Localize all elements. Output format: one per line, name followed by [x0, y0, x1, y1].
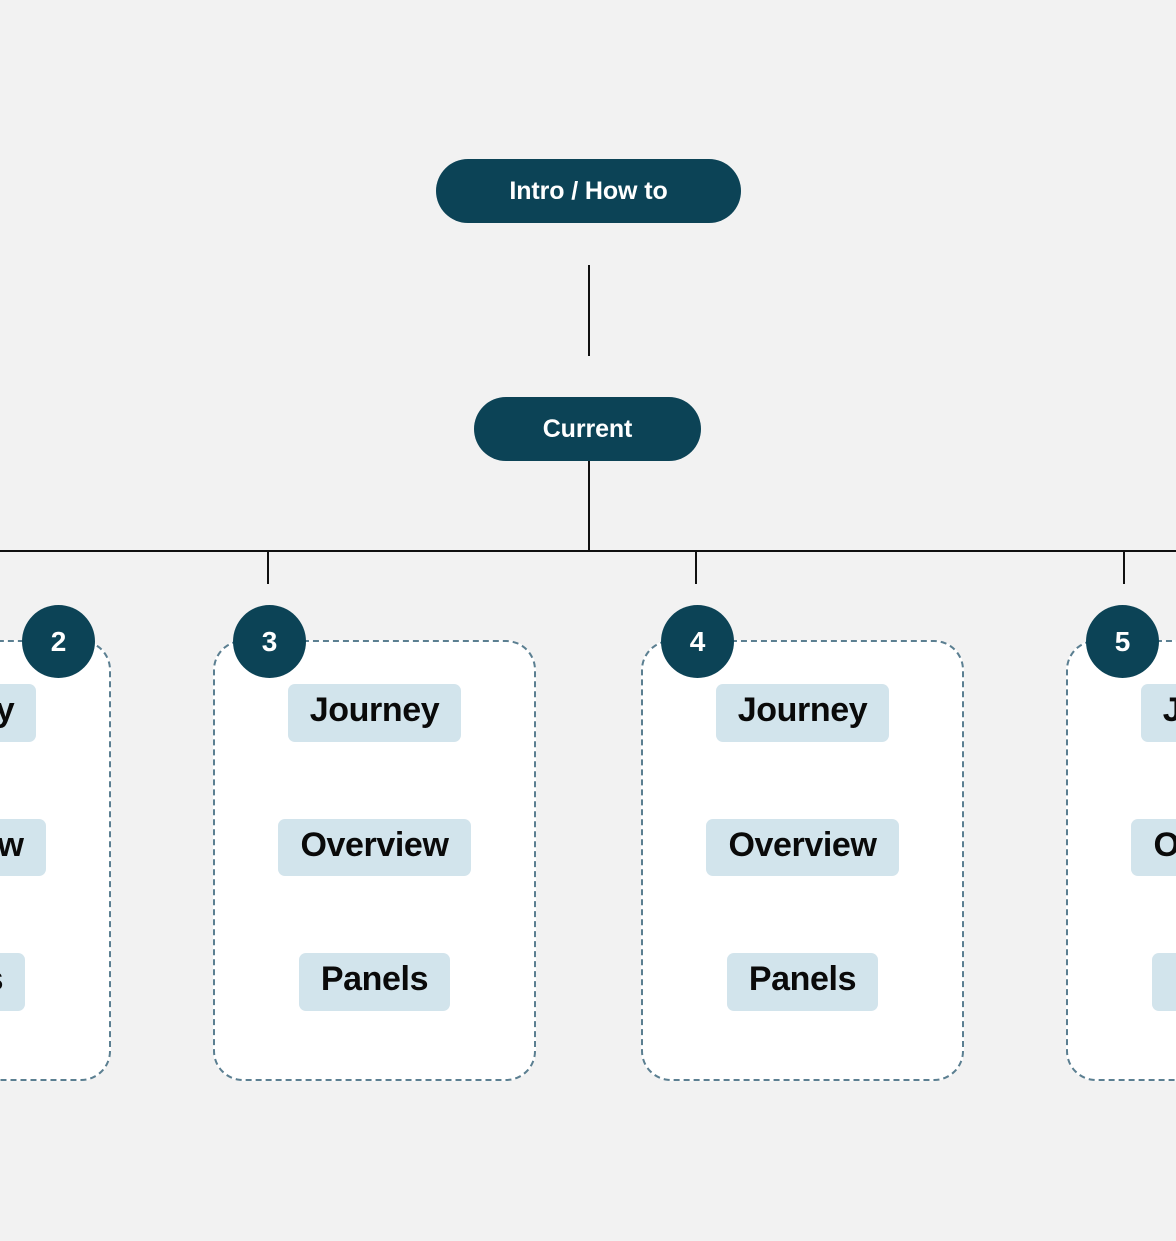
- card-item-panels[interactable]: Panels: [298, 953, 451, 1012]
- card-item-panels[interactable]: Panels: [0, 953, 26, 1012]
- connector-intro-to-current: [588, 265, 590, 356]
- connector-bus-to-card-3: [267, 551, 269, 584]
- node-current-label: Current: [542, 414, 633, 443]
- card-item-journey[interactable]: Journey: [287, 684, 462, 742]
- section-card[interactable]: 4 Journey Overview Panels: [641, 605, 964, 1081]
- connector-horizontal-bus: [0, 550, 1176, 552]
- card-content: Journey Overview Panels: [215, 642, 534, 1079]
- card-item-overview[interactable]: Overview: [278, 818, 471, 877]
- card-item-journey[interactable]: Journey: [715, 684, 890, 742]
- card-number-badge: 3: [233, 605, 306, 678]
- section-card[interactable]: 3 Journey Overview Panels: [213, 605, 536, 1081]
- card-number-label: 4: [689, 625, 706, 657]
- card-item-overview[interactable]: Overview: [706, 818, 899, 877]
- node-intro-how-to-label: Intro / How to: [509, 176, 668, 205]
- connector-bus-to-card-5: [1123, 551, 1125, 584]
- connector-bus-to-card-4: [695, 551, 697, 584]
- card-item-panels[interactable]: Panels: [726, 953, 879, 1012]
- card-number-label: 3: [261, 625, 278, 657]
- card-item-journey[interactable]: Journey: [0, 684, 37, 742]
- section-card[interactable]: 2 Journey Overview Panels: [0, 605, 111, 1081]
- connector-current-to-bus: [588, 461, 590, 552]
- card-item-journey[interactable]: Journey: [1140, 684, 1176, 742]
- card-number-label: 5: [1114, 625, 1131, 657]
- node-current[interactable]: Current: [474, 397, 701, 461]
- card-number-badge: 2: [22, 605, 95, 678]
- section-card[interactable]: 5 Journey Overview Panels: [1066, 605, 1176, 1081]
- card-number-badge: 4: [661, 605, 734, 678]
- card-item-overview[interactable]: Overview: [1131, 818, 1176, 877]
- card-number-label: 2: [50, 625, 67, 657]
- node-intro-how-to[interactable]: Intro / How to: [436, 159, 741, 223]
- card-number-badge: 5: [1086, 605, 1159, 678]
- card-content: Journey Overview Panels: [0, 642, 109, 1079]
- card-item-overview[interactable]: Overview: [0, 818, 46, 877]
- card-content: Journey Overview Panels: [1068, 642, 1176, 1079]
- card-item-panels[interactable]: Panels: [1151, 953, 1176, 1012]
- card-content: Journey Overview Panels: [643, 642, 962, 1079]
